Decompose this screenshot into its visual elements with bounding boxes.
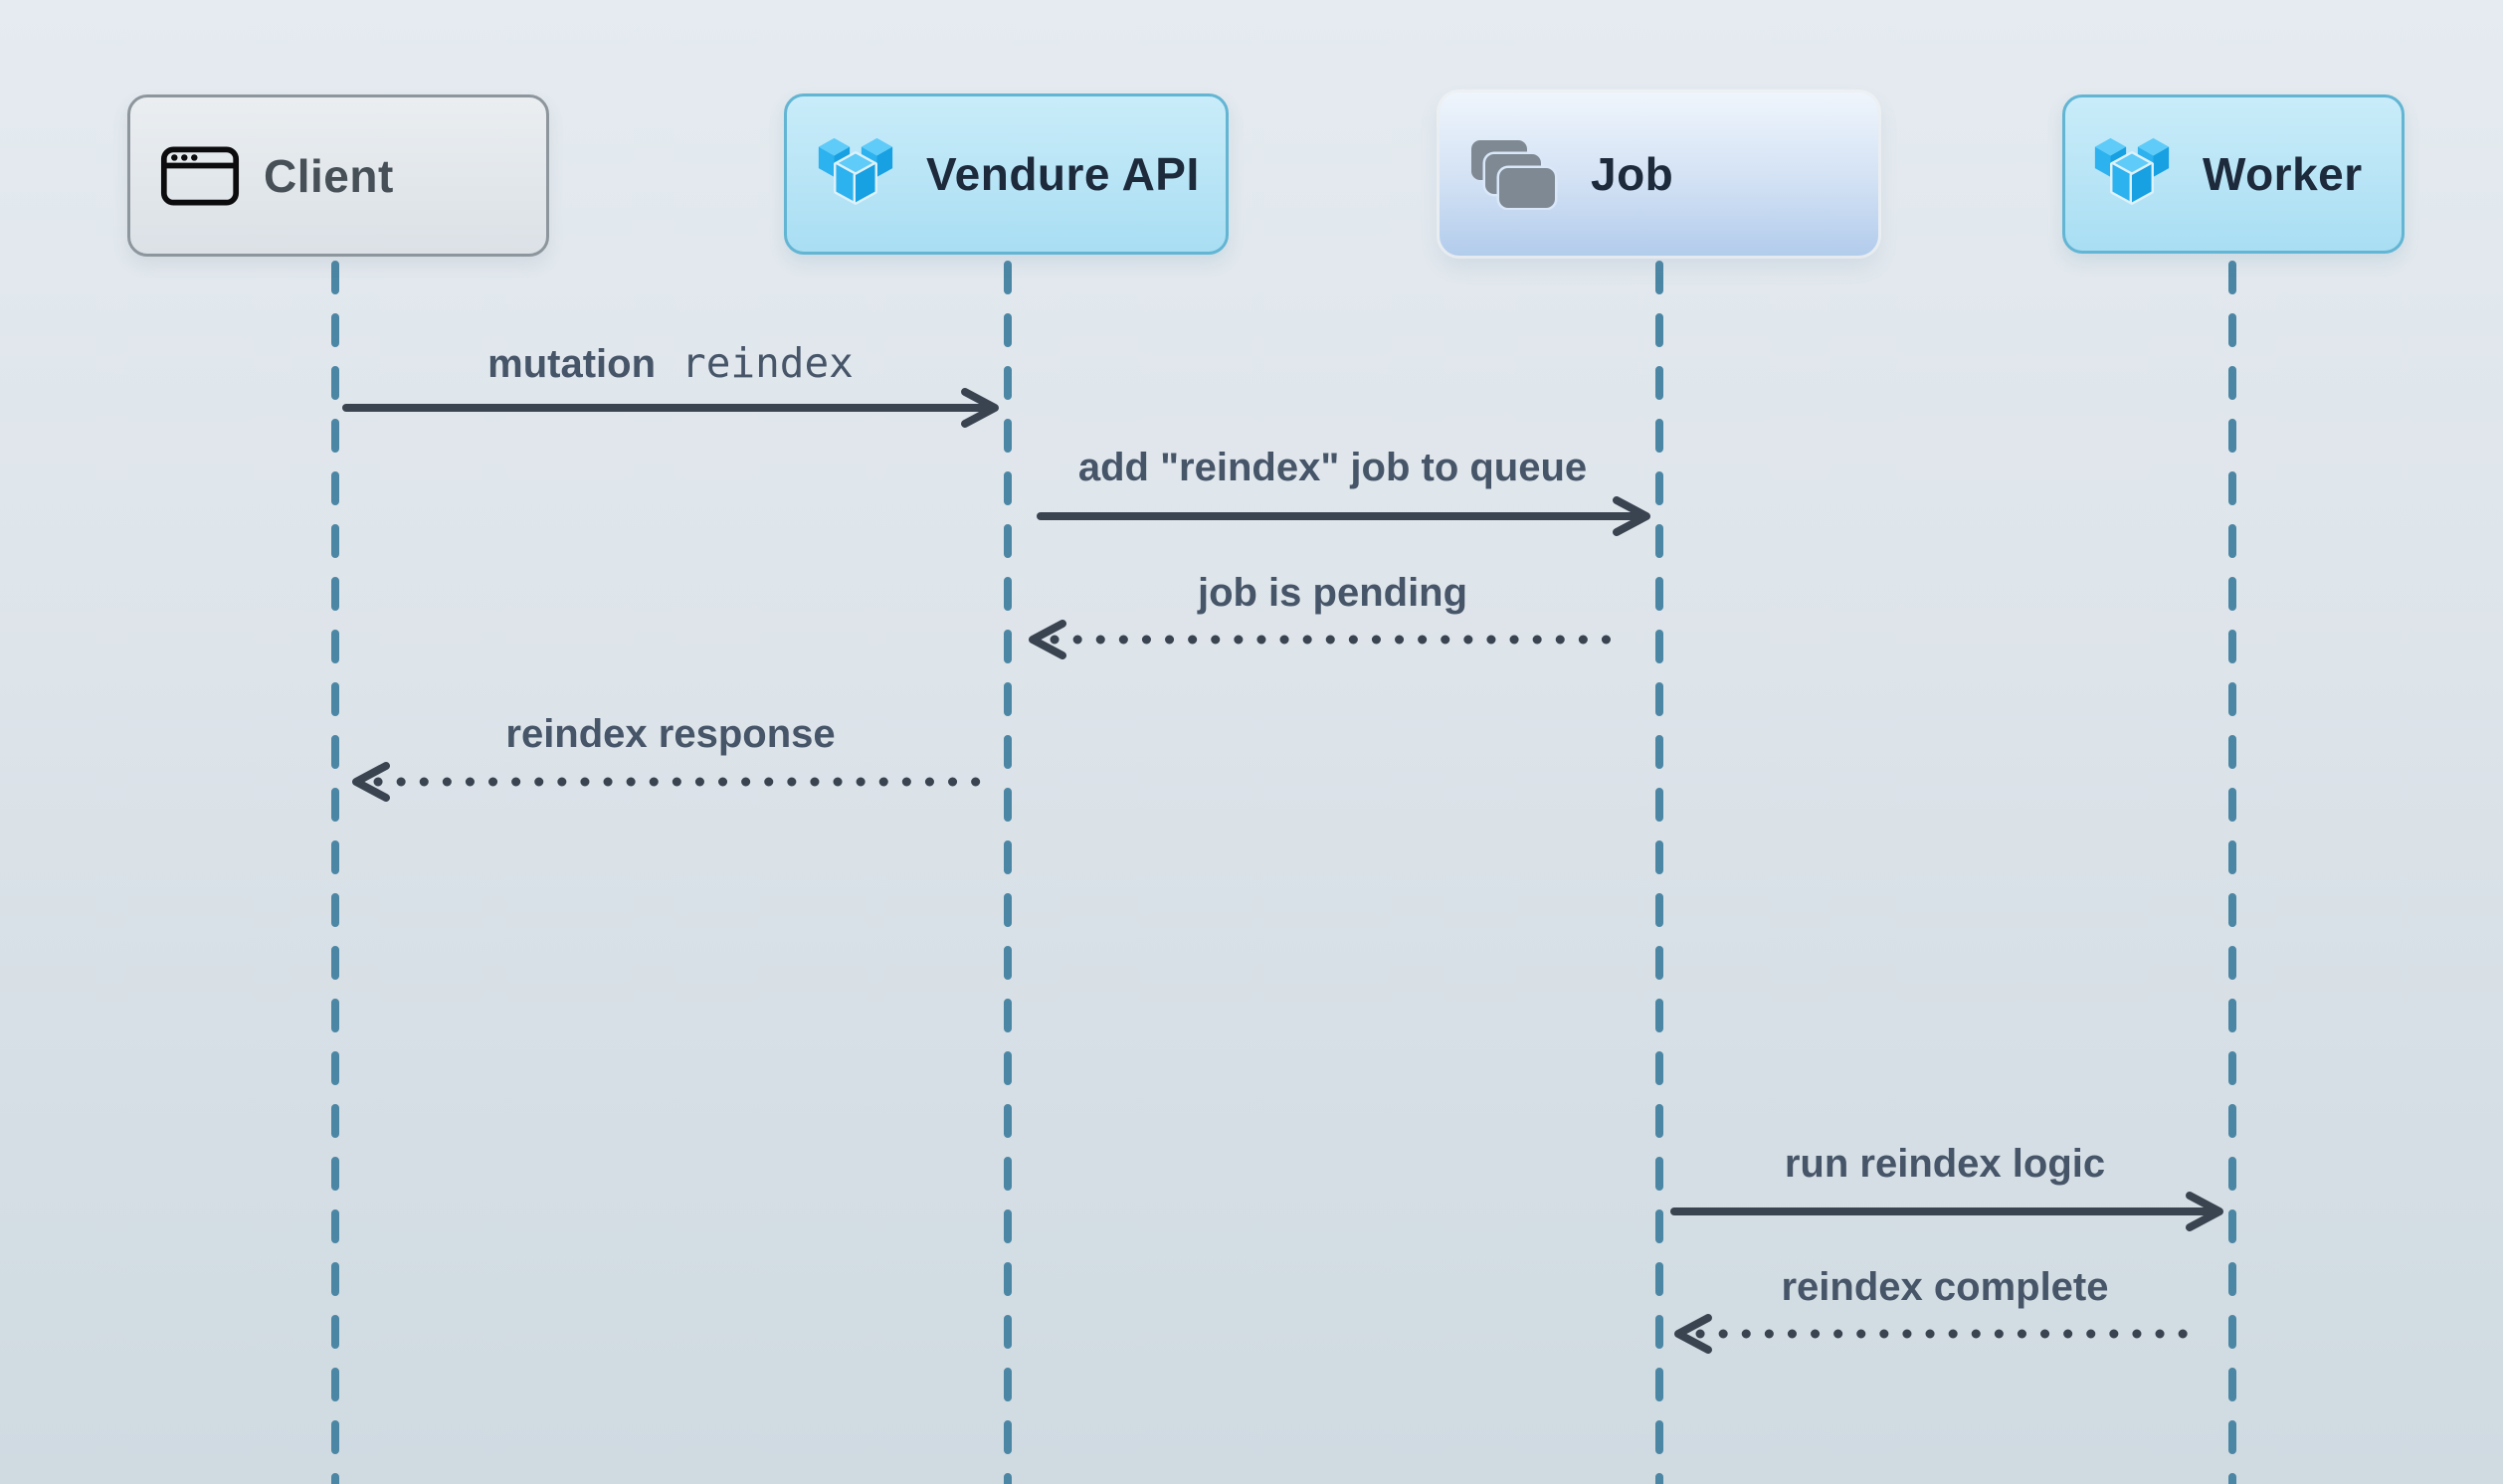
lifeline-vendure-api: [1004, 261, 1012, 1484]
message-reindex-response: reindex response: [334, 710, 1007, 830]
solid-arrow-right: [1037, 496, 1650, 536]
actor-worker-label: Worker: [2203, 148, 2363, 200]
lifeline-worker: [2228, 261, 2236, 1484]
message-job-is-pending: job is pending: [1007, 569, 1658, 688]
actor-job: Job: [1440, 93, 1878, 256]
dotted-arrow-left: [1029, 620, 1623, 659]
browser-window-icon: [160, 145, 240, 206]
message-label: reindex response: [505, 712, 836, 756]
message-run-reindex-logic: run reindex logic: [1658, 1140, 2231, 1259]
actor-client: Client: [127, 94, 549, 257]
solid-arrow-right: [342, 388, 999, 428]
actor-vendure-api: Vendure API: [784, 93, 1229, 255]
message-label: job is pending: [1197, 571, 1468, 615]
message-reindex-complete: reindex complete: [1658, 1263, 2231, 1383]
stacked-cards-icon: [1471, 140, 1558, 210]
message-label: add "reindex" job to queue: [1077, 446, 1588, 489]
lifeline-client: [331, 261, 339, 1484]
dotted-arrow-left: [352, 762, 988, 802]
lifeline-job: [1655, 261, 1663, 1484]
message-label: run reindex logic: [1784, 1142, 2106, 1186]
actor-job-label: Job: [1591, 148, 1674, 200]
message-label: reindex complete: [1781, 1265, 2109, 1309]
actor-worker: Worker: [2062, 94, 2405, 254]
actor-vendure-api-label: Vendure API: [926, 148, 1200, 200]
message-add-job-to-queue: add "reindex" job to queue: [1007, 444, 1658, 563]
vendure-logo-icon: [818, 137, 893, 205]
actor-client-label: Client: [264, 149, 394, 202]
solid-arrow-right: [1670, 1192, 2223, 1231]
message-code-label: reindex: [681, 339, 854, 387]
vendure-logo-icon: [2094, 137, 2170, 205]
dotted-arrow-left: [1674, 1314, 2199, 1354]
